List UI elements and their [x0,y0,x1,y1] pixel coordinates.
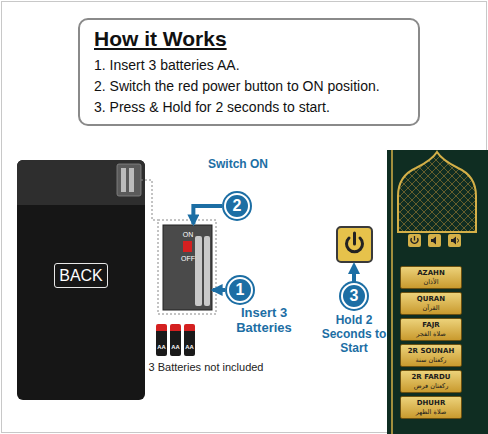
step-label: Switch ON [208,157,268,171]
back-label-box: BACK [54,263,108,288]
battery-icon: AA [184,324,195,356]
battery-icon: AA [170,324,181,356]
node-text: BACK [59,267,103,285]
node-text: 2R FARDU [412,373,451,382]
node-text: صلاة الفجر [416,330,446,339]
step-text: 3. Press & Hold for 2 seconds to start. [94,97,404,118]
node-text: ركعتان فرض [414,382,449,391]
callout-number: 1 [227,277,253,303]
node-text: FAJR [422,321,439,330]
node-text: QURAN [417,295,445,304]
step-text: 1. Insert 3 batteries AA. [94,55,404,76]
callout-number: 3 [341,283,367,309]
node-text: 1 [236,282,245,298]
step-label: Hold 2 Seconds to Start [312,313,396,355]
zoom-leader [141,180,158,220]
node-text: ON [181,230,195,239]
node-text: AA [185,344,193,351]
power-switch [183,241,192,252]
step-label: Insert 3 Batteries [220,305,308,335]
device-back [17,160,145,400]
device-panel [387,150,488,434]
prayer-button: AZAHNالأذان [400,266,462,289]
prayer-button: 2R FARDUركعتان فرض [400,370,462,393]
callout-arrow [352,268,356,283]
step-text: 2. Switch the red power button to ON pos… [94,76,404,97]
node-text: القرآن [422,304,439,313]
node-text: الأذان [424,278,439,287]
node-text: 2R SOUNAH [408,347,455,356]
battery-compartment [163,225,212,310]
prayer-button: FAJRصلاة الفجر [400,318,462,341]
node-text: صلاة الظهر [416,408,447,417]
prayer-button: 2R SOUNAHركعتان سنة [400,344,462,367]
battery-icon: AA [156,324,167,356]
switch-housing: ON OFF [163,225,212,310]
callout-arrow [213,288,225,292]
note-text: 3 Batteries not included [148,361,264,374]
callout-number: 2 [224,193,250,219]
node-text: 3 [350,288,359,304]
prayer-button: QURANالقرآن [400,292,462,315]
node-text: AA [157,344,165,351]
callout-arrow [193,206,222,224]
power-button [337,227,372,262]
prayer-button: DHUHRصلاة الظهر [400,396,462,419]
node-text: AZAHN [417,269,445,278]
card-heading: How it Works [94,25,404,53]
node-text: 2 [233,198,242,214]
node-text: AA [171,344,179,351]
node-text: DHUHR [417,399,446,408]
instruction-card: How it Works1. Insert 3 batteries AA.2. … [78,18,420,126]
zoom-frame [158,220,216,314]
node-text: ركعتان سنة [415,356,446,365]
node-text: OFF [181,254,195,263]
